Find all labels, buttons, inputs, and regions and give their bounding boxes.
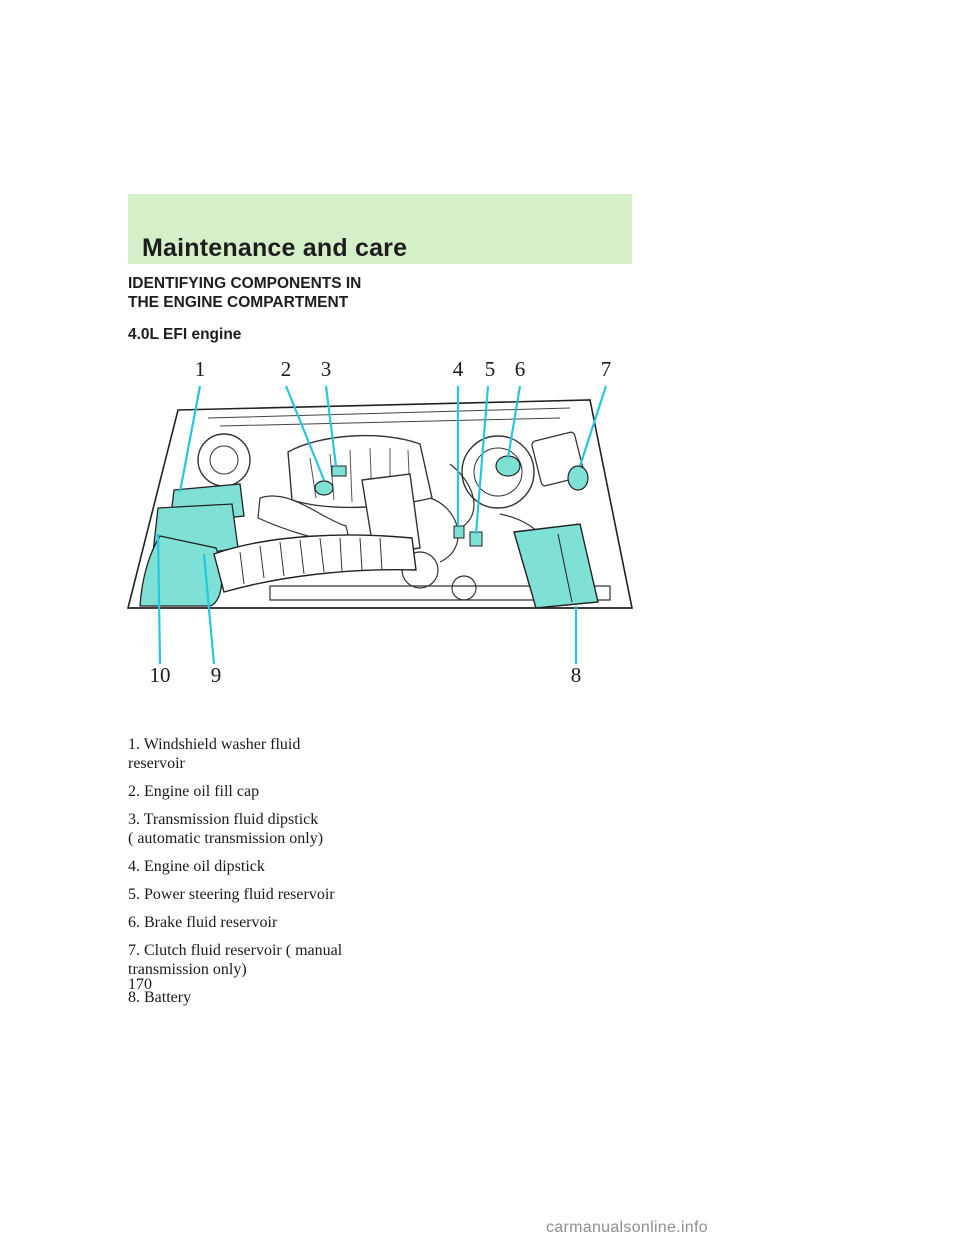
engine-compartment-illustration: 1 2 3 4 5 6 7 8 9 10 bbox=[120, 348, 640, 700]
callout-10: 10 bbox=[150, 663, 171, 687]
callout-8: 8 bbox=[571, 663, 582, 687]
engine-subheading: 4.0L EFI engine bbox=[128, 326, 241, 344]
legend-item: 4. Engine oil dipstick bbox=[128, 857, 488, 876]
legend-item: 6. Brake fluid reservoir bbox=[128, 913, 488, 932]
callout-5: 5 bbox=[485, 357, 496, 381]
callout-6: 6 bbox=[515, 357, 526, 381]
clutch-reservoir bbox=[568, 466, 588, 490]
callout-9: 9 bbox=[211, 663, 222, 687]
oil-fill-cap bbox=[315, 481, 333, 495]
power-steering-reservoir bbox=[470, 532, 482, 546]
callout-1: 1 bbox=[195, 357, 206, 381]
legend-item: 8. Battery bbox=[128, 988, 488, 1007]
legend-item: 2. Engine oil fill cap bbox=[128, 782, 488, 801]
section-header-band: Maintenance and care bbox=[128, 194, 632, 264]
callout-4: 4 bbox=[453, 357, 464, 381]
page-heading-line-2: THE ENGINE COMPARTMENT bbox=[128, 293, 548, 312]
legend-item: 5. Power steering fluid reservoir bbox=[128, 885, 488, 904]
callout-2: 2 bbox=[281, 357, 292, 381]
legend-item: 1. Windshield washer fluid reservoir bbox=[128, 735, 488, 773]
component-legend: 1. Windshield washer fluid reservoir 2. … bbox=[128, 735, 488, 1016]
section-title: Maintenance and care bbox=[142, 234, 407, 263]
brake-reservoir bbox=[496, 456, 520, 476]
watermark[interactable]: carmanualsonline.info bbox=[546, 1219, 708, 1237]
callout-3: 3 bbox=[321, 357, 332, 381]
legend-item: 3. Transmission fluid dipstick ( automat… bbox=[128, 810, 488, 848]
trans-dipstick-handle bbox=[332, 466, 346, 476]
callout-7: 7 bbox=[601, 357, 612, 381]
page-heading-line-1: IDENTIFYING COMPONENTS IN bbox=[128, 274, 548, 293]
page-number: 170 bbox=[128, 976, 152, 994]
page-heading: IDENTIFYING COMPONENTS IN THE ENGINE COM… bbox=[128, 274, 548, 312]
legend-item: 7. Clutch fluid reservoir ( manual trans… bbox=[128, 941, 488, 979]
engine-diagram: 1 2 3 4 5 6 7 8 9 10 bbox=[120, 348, 640, 700]
engine-oil-dipstick bbox=[454, 526, 464, 538]
